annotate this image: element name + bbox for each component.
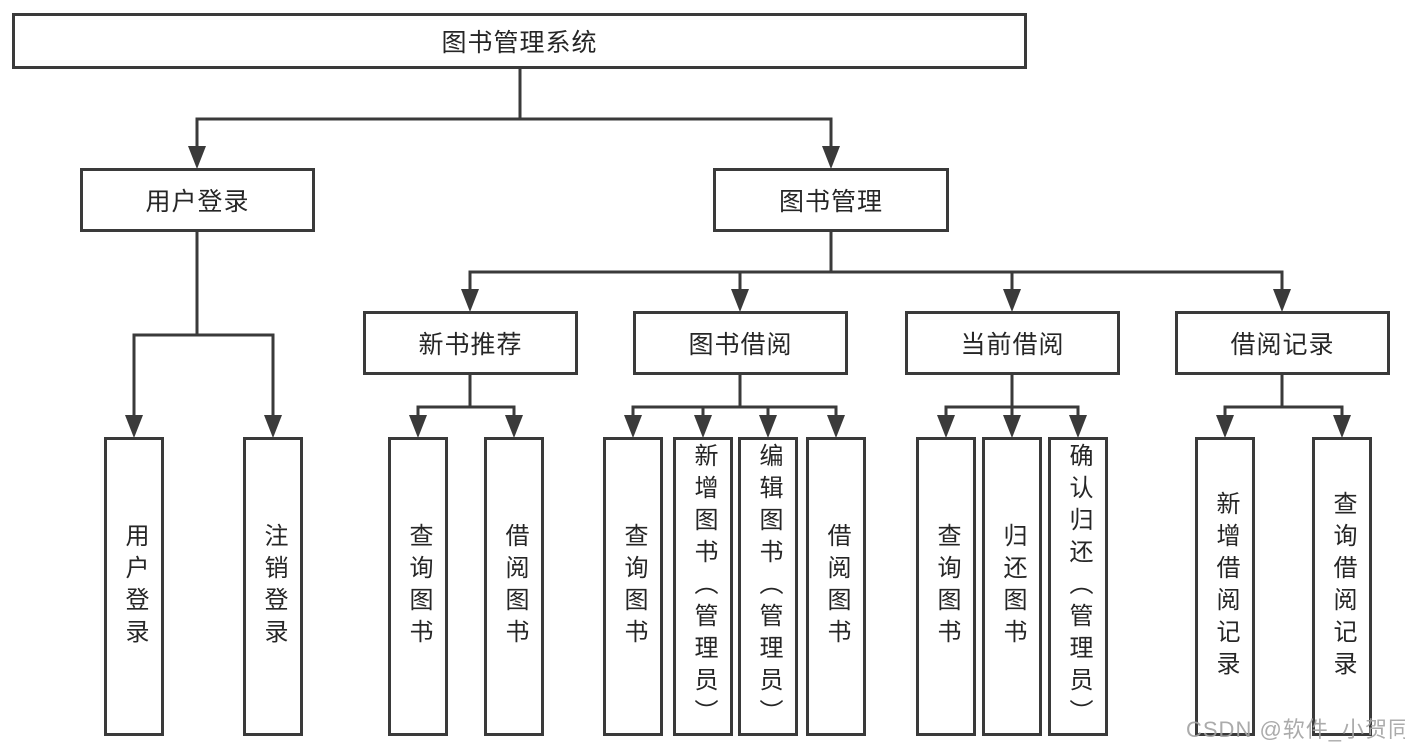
leaf-user-login-label: 用户登录 [121,522,148,651]
leaf-query-books-recommend-label: 查询图书 [405,522,432,651]
node-current-borrow-label: 当前借阅 [960,331,1065,359]
leaf-borrow-books-recommend: 借阅图书 [484,437,544,736]
leaf-confirm-return-admin: 确认归还（管理员） [1048,437,1108,736]
leaf-user-login: 用户登录 [104,437,164,736]
leaf-borrow-books-label: 借阅图书 [823,522,850,651]
leaf-query-books-borrow: 查询图书 [603,437,663,736]
leaf-return-book: 归还图书 [982,437,1042,736]
leaf-edit-book-admin-label: 编辑图书（管理员） [755,442,782,731]
leaf-add-book-admin-label: 新增图书（管理员） [690,442,717,731]
leaf-edit-book-admin: 编辑图书（管理员） [738,437,798,736]
csdn-watermark: CSDN @软件_小贺同学 [1186,717,1405,742]
leaf-add-borrow-record-label: 新增借阅记录 [1212,490,1239,683]
leaf-logout: 注销登录 [243,437,303,736]
node-user-login-label: 用户登录 [145,188,250,216]
leaf-confirm-return-admin-label: 确认归还（管理员） [1065,442,1092,731]
node-user-login: 用户登录 [80,168,315,232]
leaf-return-book-label: 归还图书 [999,522,1026,651]
leaf-query-books-current-label: 查询图书 [933,522,960,651]
node-book-management-label: 图书管理 [778,188,883,216]
leaf-query-borrow-record: 查询借阅记录 [1312,437,1372,736]
leaf-query-borrow-record-label: 查询借阅记录 [1329,490,1356,683]
node-root-label: 图书管理系统 [441,29,598,57]
node-borrow-records: 借阅记录 [1175,311,1390,375]
leaf-borrow-books: 借阅图书 [806,437,866,736]
leaf-borrow-books-recommend-label: 借阅图书 [501,522,528,651]
node-root: 图书管理系统 [12,13,1027,69]
leaf-query-books-recommend: 查询图书 [388,437,448,736]
node-book-borrow: 图书借阅 [633,311,848,375]
node-book-borrow-label: 图书借阅 [688,331,793,359]
node-borrow-records-label: 借阅记录 [1230,331,1335,359]
leaf-query-books-current: 查询图书 [916,437,976,736]
leaf-query-books-borrow-label: 查询图书 [620,522,647,651]
leaf-add-borrow-record: 新增借阅记录 [1195,437,1255,736]
node-current-borrow: 当前借阅 [905,311,1120,375]
leaf-add-book-admin: 新增图书（管理员） [673,437,733,736]
arrowheads [125,146,1351,438]
node-book-management: 图书管理 [713,168,949,232]
node-new-book-recommend-label: 新书推荐 [418,331,523,359]
node-new-book-recommend: 新书推荐 [363,311,578,375]
leaf-logout-label: 注销登录 [260,522,287,651]
